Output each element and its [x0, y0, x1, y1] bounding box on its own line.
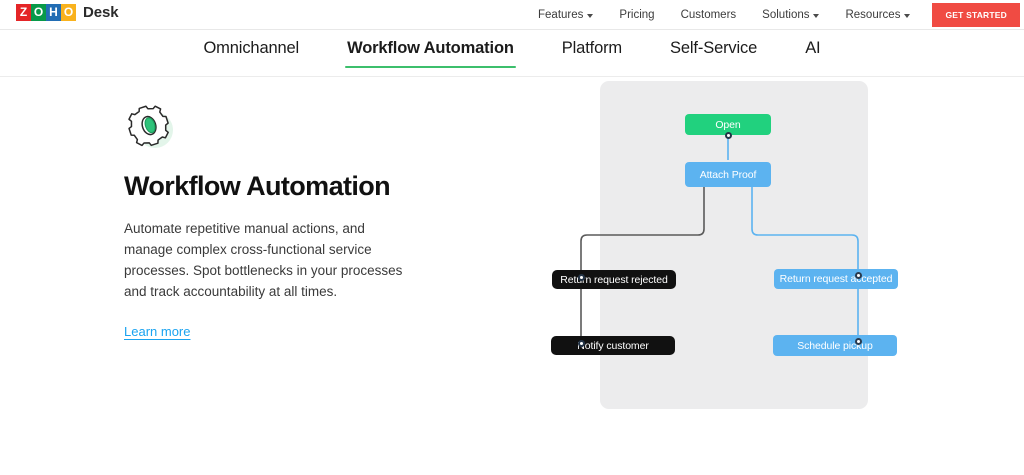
main-content: Workflow Automation Automate repetitive …: [0, 77, 1024, 474]
connector-dot-open: [725, 132, 732, 139]
nav-pricing-label: Pricing: [619, 9, 654, 21]
gear-icon: [124, 102, 174, 150]
connector-dot-notify: [578, 340, 585, 347]
connector-dot-accepted: [855, 272, 862, 279]
chevron-down-icon: [813, 14, 819, 18]
tab-self-service[interactable]: Self-Service: [646, 30, 781, 68]
nav-customers[interactable]: Customers: [668, 0, 750, 29]
nav-features-label: Features: [538, 9, 583, 21]
logo-letter-o1: O: [31, 4, 46, 21]
edge-attach-to-accepted: [752, 187, 858, 277]
node-return-request-accepted[interactable]: Return request accepted: [774, 269, 898, 289]
section-tab-bar: Omnichannel Workflow Automation Platform…: [0, 30, 1024, 77]
brand-logo[interactable]: Z O H O Desk: [16, 4, 118, 21]
gear-icon-glyph: [124, 102, 174, 150]
hero-text-column: Workflow Automation Automate repetitive …: [124, 102, 454, 341]
tab-ai[interactable]: AI: [781, 30, 844, 68]
top-header-bar: Z O H O Desk Features Pricing Customers …: [0, 0, 1024, 30]
zoho-logo-icon: Z O H O: [16, 4, 76, 21]
nav-customers-label: Customers: [681, 9, 737, 21]
logo-letter-o2: O: [61, 4, 76, 21]
node-return-request-rejected[interactable]: Return request rejected: [552, 270, 676, 289]
nav-resources-label: Resources: [845, 9, 900, 21]
workflow-diagram: Open Attach Proof Return request rejecte…: [560, 77, 980, 474]
connector-dot-pickup: [855, 338, 862, 345]
hero-description: Automate repetitive manual actions, and …: [124, 219, 416, 303]
learn-more-link[interactable]: Learn more: [124, 324, 190, 339]
node-schedule-pickup[interactable]: Schedule pickup: [773, 335, 897, 356]
node-notify-customer[interactable]: Notify customer: [551, 336, 675, 355]
tab-platform[interactable]: Platform: [538, 30, 646, 68]
brand-product-name: Desk: [83, 4, 118, 21]
chevron-down-icon: [587, 14, 593, 18]
top-navigation: Features Pricing Customers Solutions Res…: [525, 0, 1024, 29]
tab-workflow-automation[interactable]: Workflow Automation: [323, 30, 538, 68]
tab-omnichannel[interactable]: Omnichannel: [180, 30, 324, 68]
logo-letter-h: H: [46, 4, 61, 21]
nav-solutions-label: Solutions: [762, 9, 809, 21]
node-attach-proof[interactable]: Attach Proof: [685, 162, 771, 187]
nav-solutions[interactable]: Solutions: [749, 0, 832, 29]
edge-attach-to-rejected: [581, 187, 704, 277]
nav-pricing[interactable]: Pricing: [606, 0, 667, 29]
nav-resources[interactable]: Resources: [832, 0, 923, 29]
connector-dot-rejected: [578, 274, 585, 281]
get-started-button[interactable]: GET STARTED: [932, 3, 1020, 27]
chevron-down-icon: [904, 14, 910, 18]
logo-letter-z: Z: [16, 4, 31, 21]
nav-features[interactable]: Features: [525, 0, 606, 29]
page-title: Workflow Automation: [124, 171, 454, 202]
